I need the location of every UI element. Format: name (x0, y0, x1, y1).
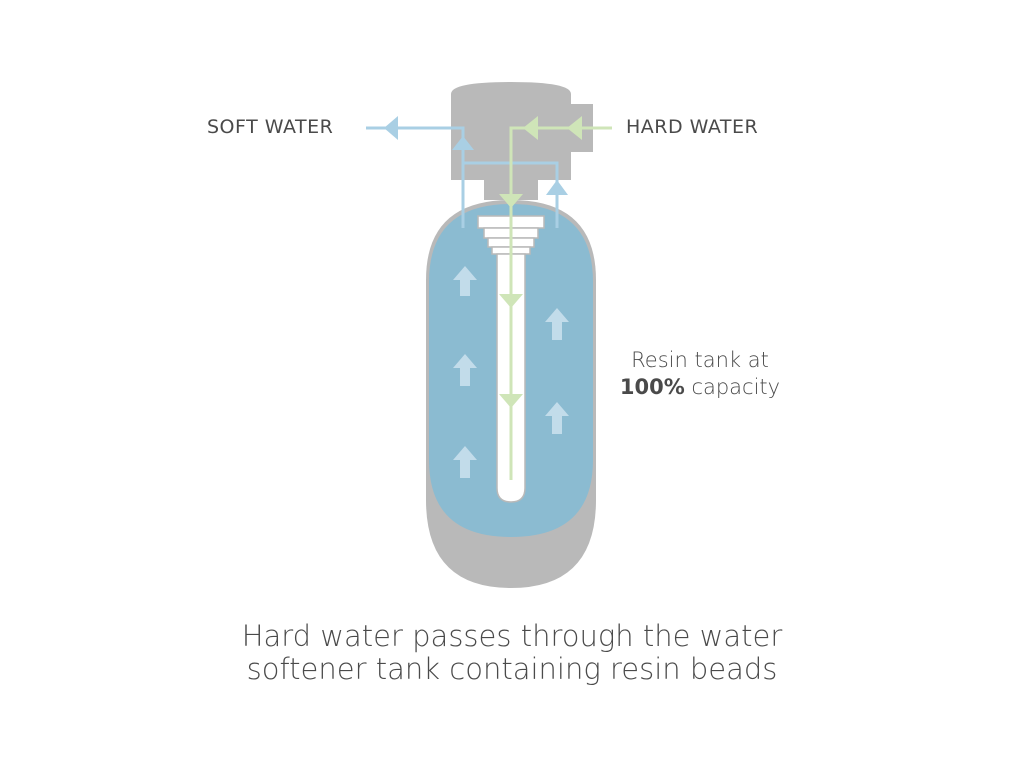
soft-water-outlet-arrow-icon (384, 116, 398, 140)
soft-water-arrows (384, 116, 568, 195)
up-arrow-icon (453, 266, 477, 296)
hard-water-label: HARD WATER (626, 116, 759, 138)
soft-water-flow (366, 126, 559, 228)
hard-water-down-arrow-icon (499, 194, 523, 208)
diagram-caption: Hard water passes through the water soft… (112, 620, 912, 686)
hard-water-down-arrow-icon-2 (499, 294, 523, 308)
caption-line-2: softener tank containing resin beads (246, 652, 778, 686)
soft-water-up-arrow-icon (452, 136, 474, 150)
upflow-arrows (453, 266, 569, 478)
capacity-note: Resin tank at 100% capacity (610, 347, 790, 401)
soft-water-label: SOFT WATER (207, 116, 334, 138)
up-arrow-icon (545, 402, 569, 434)
capacity-note-line1: Resin tank at (631, 348, 769, 372)
control-valve-head (451, 82, 593, 200)
hard-water-arrows (499, 116, 582, 408)
caption-line-1: Hard water passes through the water (241, 619, 783, 653)
up-arrow-icon (453, 446, 477, 478)
capacity-note-line2: 100% capacity (610, 374, 790, 401)
hard-water-inlet-arrow-icon-2 (523, 116, 538, 140)
soft-water-up-arrow-icon-2 (546, 180, 568, 195)
up-arrow-icon (453, 354, 477, 386)
hard-water-down-arrow-icon-3 (499, 394, 523, 408)
capacity-note-line2-rest: capacity (684, 375, 781, 399)
capacity-percent: 100% (619, 375, 685, 399)
up-arrow-icon (545, 308, 569, 340)
hard-water-inlet-arrow-icon (567, 116, 582, 140)
